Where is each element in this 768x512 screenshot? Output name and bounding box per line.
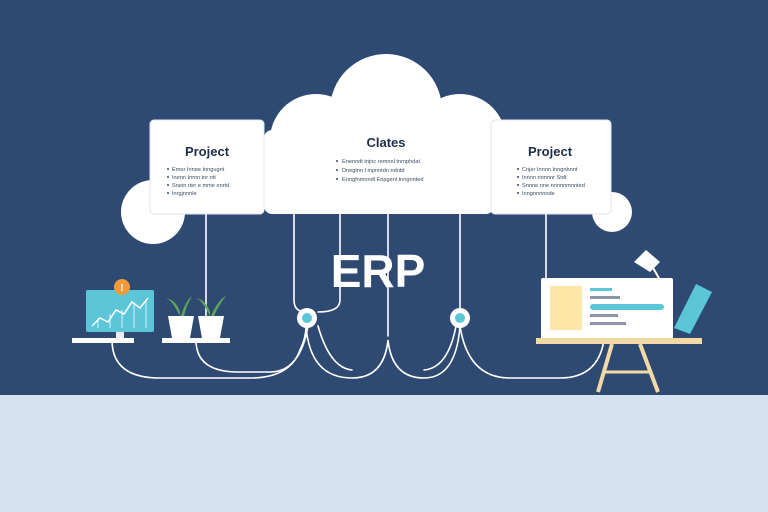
card-line: Innnn nnnnnr Stdt (522, 175, 567, 181)
card-line: Snnne nne nnnnnmnnted (522, 183, 585, 189)
connector-line (423, 325, 457, 371)
desk-lamp-icon (634, 250, 661, 281)
card-line: Enngfnmnndl Enpgenl tnngnnted (342, 177, 424, 183)
card-title: Clates (366, 135, 405, 150)
connector-line (195, 325, 309, 373)
bullet (517, 184, 519, 186)
connector-line (459, 325, 605, 379)
bullet (336, 178, 338, 180)
laptop-icon (541, 278, 673, 340)
card-line: Cnjer Innnn Inngnbnnt (522, 167, 578, 173)
card-title: Project (528, 144, 573, 159)
bullet (517, 168, 519, 170)
monitor-chart-icon (72, 290, 154, 343)
bullet (517, 176, 519, 178)
card-left: Project Emer Innee Inngugnt Inenn Inmn t… (149, 119, 265, 215)
card-line: Dnegtnn l inpnntdn ndntd (342, 168, 405, 174)
plant-icon (166, 296, 194, 338)
connector-line (317, 325, 353, 371)
center-label: ERP (331, 245, 426, 297)
shelf (162, 338, 230, 343)
cloud-body (264, 130, 494, 214)
card-right: Project Cnjer Innnn Inngnbnnt Innnn nnnn… (490, 119, 612, 215)
chair-icon (674, 284, 712, 334)
connector-line (317, 213, 341, 313)
connector-line (305, 325, 461, 379)
card-line: Emer Innee Inngugnt (172, 167, 225, 173)
floor (0, 395, 768, 512)
connection-lines (111, 213, 605, 379)
card-line: Snein rter e mme enrtd (172, 183, 229, 189)
svg-text:!: ! (120, 283, 123, 294)
card-line: Inenn Inmn tnr ntt (172, 175, 216, 181)
alert-badge-icon: ! (114, 279, 130, 295)
node-icon (297, 308, 317, 328)
card-line: Enenndt tnjnc remnnl tnrnphdat (342, 159, 420, 165)
node-icon (450, 308, 470, 328)
bullet (167, 184, 169, 186)
desk (536, 338, 702, 393)
card-line: Inngnnnnnde (522, 191, 555, 197)
bullet (167, 192, 169, 194)
bullet (336, 169, 338, 171)
bullet (167, 168, 169, 170)
bullet (167, 176, 169, 178)
card-title: Project (185, 144, 230, 159)
cloud-shapes (121, 54, 632, 244)
bullet (517, 192, 519, 194)
card-center: Clates Enenndt tnjnc remnnl tnrnphdat Dn… (336, 135, 424, 183)
bullet (336, 160, 338, 162)
plant-icon (196, 296, 226, 338)
card-line: Inrgjnnnle (172, 191, 197, 197)
